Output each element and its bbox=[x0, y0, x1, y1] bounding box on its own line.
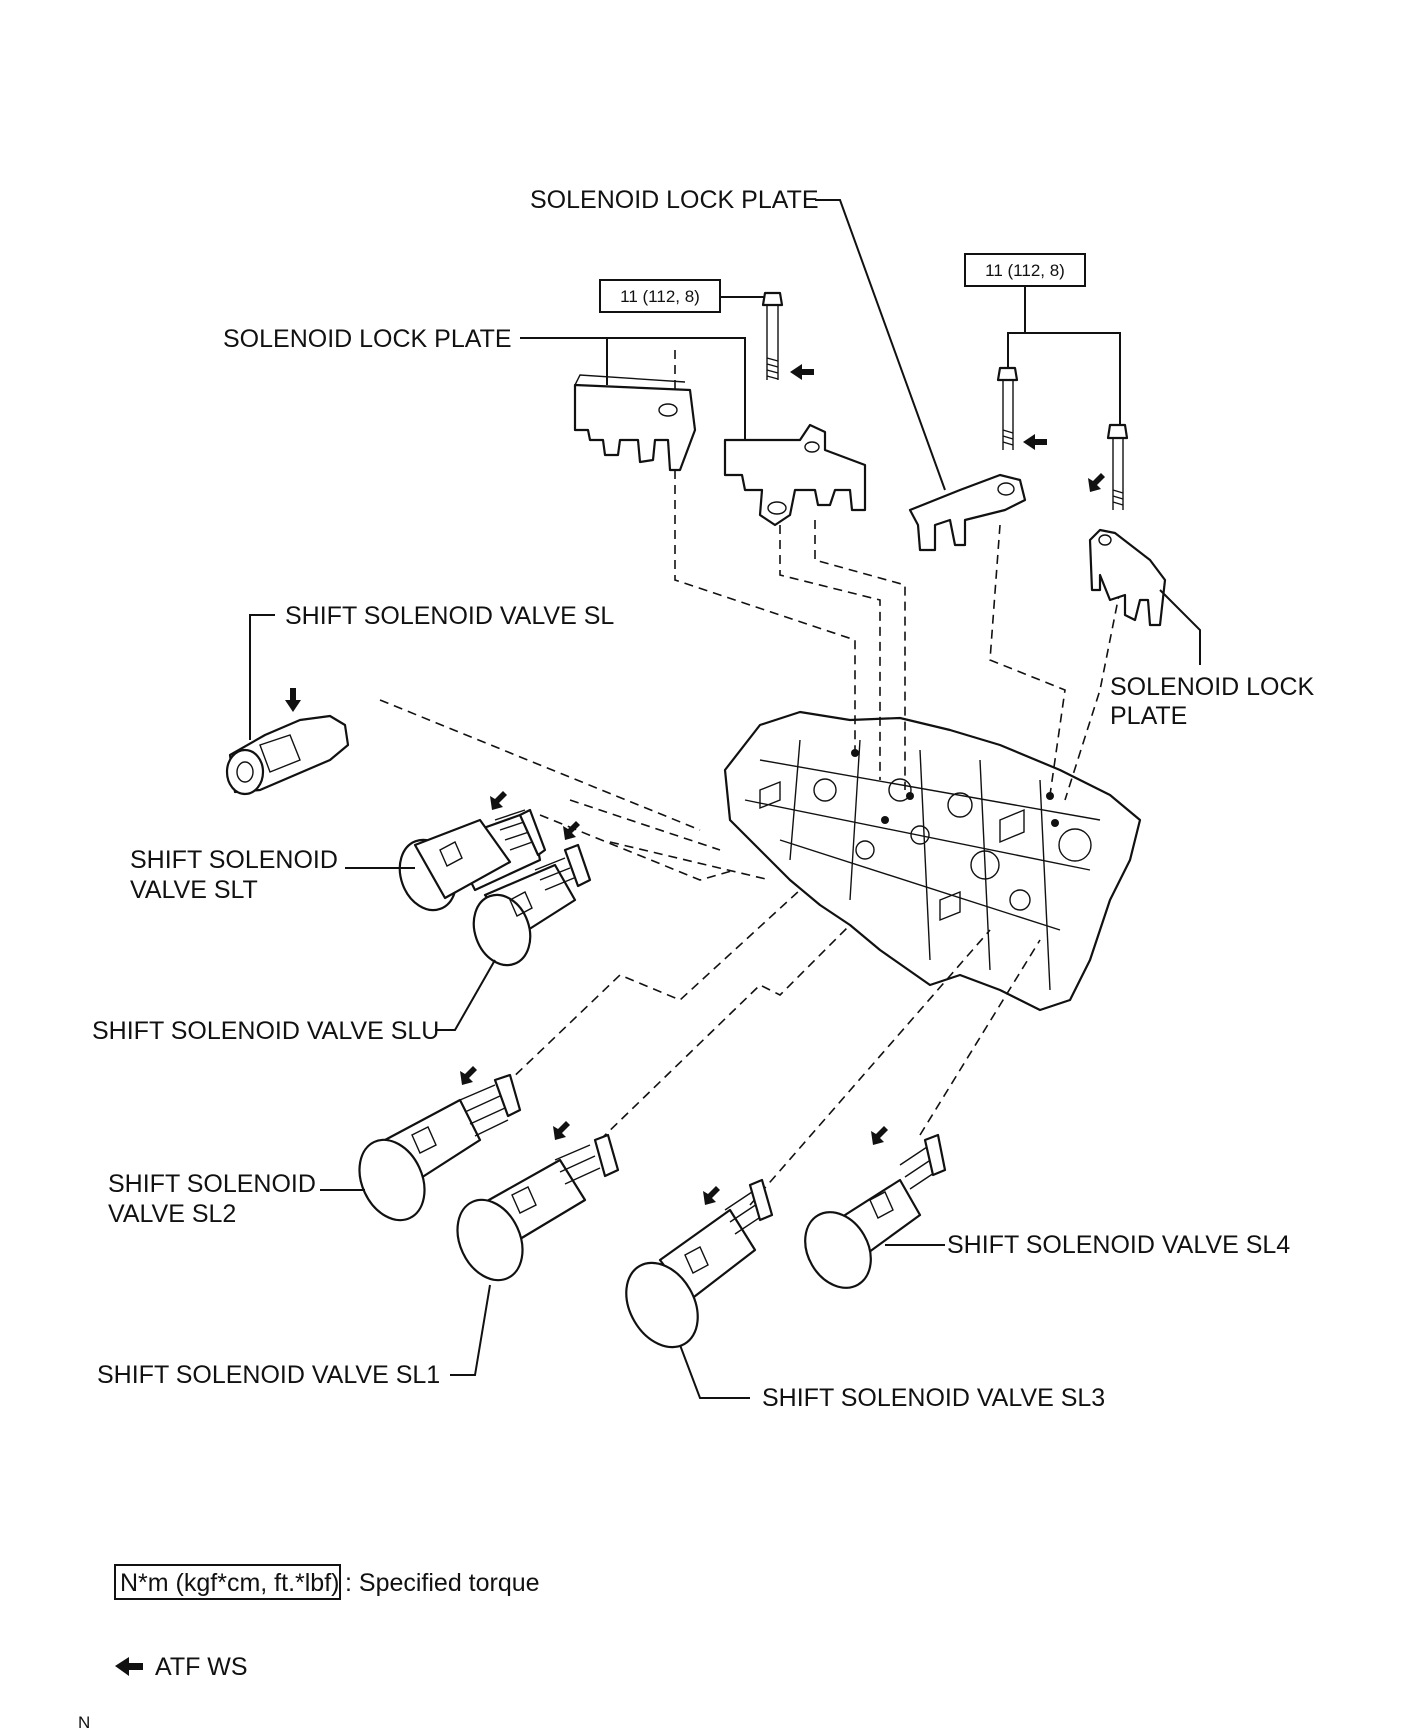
solenoid-sl4 bbox=[804, 1133, 947, 1289]
legend: N*m (kgf*cm, ft.*lbf) : Specified torque… bbox=[114, 1564, 540, 1681]
atf-arrow-icon bbox=[460, 1066, 477, 1085]
solenoid-slu bbox=[472, 843, 592, 967]
lock-plate-2 bbox=[723, 423, 867, 527]
solenoid-slt bbox=[398, 808, 547, 912]
label-sl4: SHIFT SOLENOID VALVE SL4 bbox=[947, 1231, 1290, 1259]
bolt-1 bbox=[761, 291, 784, 380]
torque-right-value: 11 (112, 8) bbox=[985, 261, 1065, 280]
legend-atf-text: ATF WS bbox=[155, 1653, 248, 1681]
atf-arrow-icon bbox=[285, 688, 301, 712]
atf-arrow-icon bbox=[703, 1186, 720, 1205]
label-sl2-2: VALVE SL2 bbox=[108, 1200, 236, 1228]
atf-arrow-icon bbox=[553, 1121, 570, 1140]
valve-body bbox=[723, 710, 1142, 1012]
atf-arrow-icon bbox=[790, 364, 814, 380]
torque-box-right: 11 (112, 8) bbox=[964, 253, 1086, 287]
label-slt-2: VALVE SLT bbox=[130, 876, 258, 904]
leader-lines bbox=[249, 199, 1201, 1399]
legend-torque-box: N*m (kgf*cm, ft.*lbf) bbox=[120, 1569, 339, 1597]
atf-arrow-icon bbox=[563, 821, 580, 840]
alignment-lines bbox=[379, 350, 1121, 1206]
label-slu: SHIFT SOLENOID VALVE SLU bbox=[92, 1017, 439, 1045]
bolt-3 bbox=[1106, 423, 1129, 510]
lock-plate-4 bbox=[1088, 528, 1167, 627]
solenoid-sl1 bbox=[456, 1133, 620, 1282]
lock-plate-1 bbox=[573, 374, 697, 472]
atf-arrow-icon bbox=[490, 791, 507, 810]
atf-arrows bbox=[285, 364, 1105, 1205]
label-lock-plate-top: SOLENOID LOCK PLATE bbox=[530, 186, 819, 214]
label-sl2-1: SHIFT SOLENOID bbox=[108, 1170, 316, 1198]
label-sl1: SHIFT SOLENOID VALVE SL1 bbox=[97, 1361, 440, 1389]
atf-arrow-icon bbox=[1023, 434, 1047, 450]
label-lock-plate-right-2: PLATE bbox=[1110, 702, 1187, 730]
bolt-2 bbox=[996, 366, 1019, 450]
legend-torque-text: : Specified torque bbox=[345, 1569, 540, 1597]
torque-left-value: 11 (112, 8) bbox=[620, 287, 700, 306]
torque-box-left: 11 (112, 8) bbox=[599, 279, 721, 313]
label-sl3: SHIFT SOLENOID VALVE SL3 bbox=[762, 1384, 1105, 1412]
label-sl: SHIFT SOLENOID VALVE SL bbox=[285, 602, 614, 630]
corner-mark: N bbox=[78, 1713, 90, 1732]
atf-arrow-icon bbox=[1088, 473, 1105, 492]
atf-arrow-icon bbox=[115, 1657, 143, 1676]
lock-plate-3 bbox=[908, 473, 1027, 552]
solenoid-sl bbox=[225, 714, 350, 796]
solenoid-sl3 bbox=[625, 1178, 774, 1349]
label-lock-plate-left: SOLENOID LOCK PLATE bbox=[223, 325, 512, 353]
solenoid-sl2 bbox=[358, 1073, 522, 1222]
label-slt-1: SHIFT SOLENOID bbox=[130, 846, 338, 874]
atf-arrow-icon bbox=[871, 1126, 888, 1145]
label-lock-plate-right-1: SOLENOID LOCK bbox=[1110, 673, 1315, 701]
